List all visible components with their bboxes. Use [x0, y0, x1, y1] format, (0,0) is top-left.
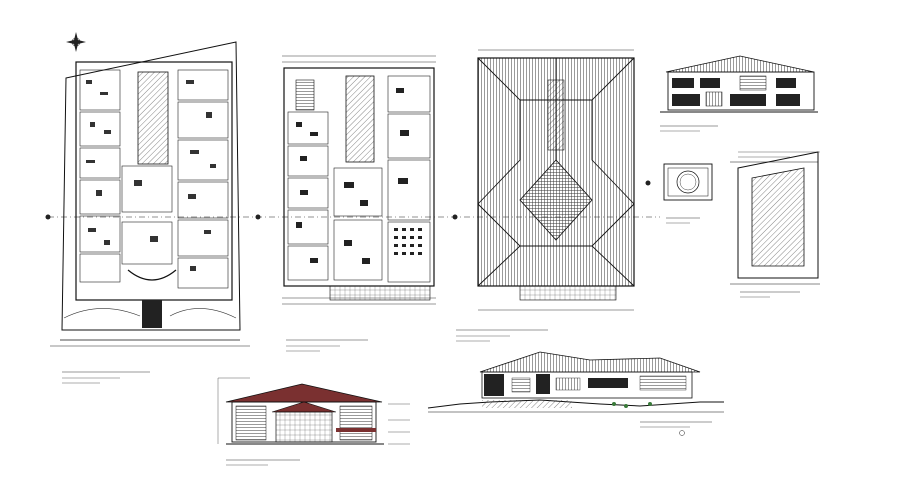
roof-plan-view	[456, 49, 635, 342]
axis-marker-icon	[255, 214, 261, 220]
longitudinal-section-view	[427, 351, 724, 436]
north-arrow-icon	[66, 32, 86, 52]
axis-marker-icon	[679, 430, 685, 436]
water-tank-detail-view	[663, 163, 713, 224]
axis-marker-icon	[452, 214, 458, 220]
rear-elevation-view	[660, 55, 818, 132]
axis-marker-icon	[645, 180, 651, 186]
site-plan-view	[50, 32, 250, 384]
front-elevation-view	[217, 377, 410, 466]
first-floor-plan-view	[282, 55, 436, 352]
terrace-plan-view	[730, 151, 820, 298]
axis-marker-icon	[45, 214, 51, 220]
